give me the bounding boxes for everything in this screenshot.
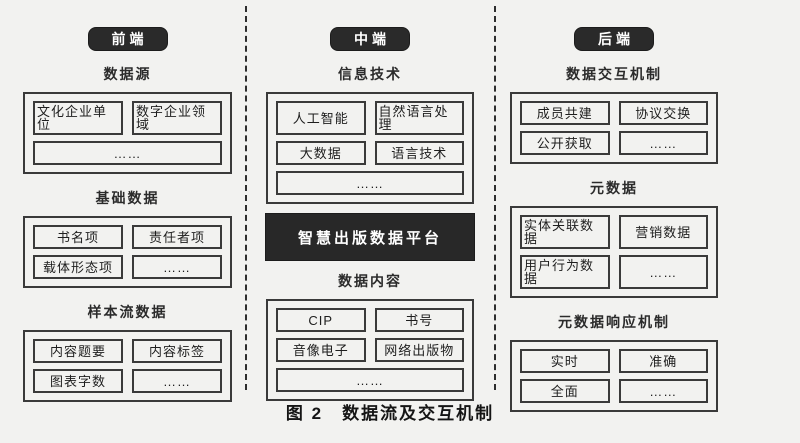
column-middle: 中端 信息技术 人工智能 自然语言处理 大数据 语言技术 …… 智慧出版数据平台…	[266, 0, 474, 401]
data-item: 实体关联数据	[520, 215, 610, 249]
section-box: 内容题要 内容标签 图表字数 ……	[23, 330, 232, 402]
data-item-ellipsis: ……	[276, 368, 464, 392]
data-item-ellipsis: ……	[618, 131, 708, 155]
data-item: 网络出版物	[374, 338, 464, 362]
section-box: 文化企业单位 数字企业领域 ……	[23, 92, 232, 174]
data-item: 营销数据	[618, 215, 708, 249]
data-item: 大数据	[276, 141, 366, 165]
data-item: 人工智能	[276, 101, 366, 135]
pill-middle: 中端	[331, 28, 409, 50]
dashed-divider-left	[245, 6, 247, 390]
section-title: 数据内容	[338, 273, 402, 289]
data-item: 语言技术	[374, 141, 464, 165]
data-item: 文化企业单位	[33, 101, 123, 135]
section-basic-data: 基础数据 书名项 责任者项 载体形态项 ……	[23, 188, 232, 288]
data-item-ellipsis: ……	[618, 379, 708, 403]
data-item: 载体形态项	[33, 255, 123, 279]
section-box: 成员共建 协议交换 公开获取 ……	[510, 92, 718, 164]
section-title: 信息技术	[338, 66, 402, 82]
pill-backend: 后端	[575, 28, 653, 50]
data-item: 音像电子	[276, 338, 366, 362]
platform-box: 智慧出版数据平台	[266, 214, 474, 260]
section-data-content: 数据内容 CIP 书号 音像电子 网络出版物 ……	[266, 271, 474, 401]
section-title: 样本流数据	[87, 304, 168, 320]
section-data-interaction: 数据交互机制 成员共建 协议交换 公开获取 ……	[510, 64, 718, 164]
data-item: 准确	[618, 349, 708, 373]
section-box: CIP 书号 音像电子 网络出版物 ……	[266, 299, 474, 401]
column-frontend: 前端 数据源 文化企业单位 数字企业领域 …… 基础数据 书名项 责任者项	[23, 0, 232, 402]
section-title: 数据源	[103, 66, 152, 82]
data-item-ellipsis: ……	[132, 369, 222, 393]
section-metadata: 元数据 实体关联数据 营销数据 用户行为数据 ……	[510, 178, 718, 298]
section-box: 实时 准确 全面 ……	[510, 340, 718, 412]
section-data-source: 数据源 文化企业单位 数字企业领域 ……	[23, 64, 232, 174]
data-item: 责任者项	[132, 225, 222, 249]
data-item: 成员共建	[520, 101, 610, 125]
section-title: 元数据	[590, 180, 638, 196]
data-item: 数字企业领域	[132, 101, 222, 135]
section-info-tech: 信息技术 人工智能 自然语言处理 大数据 语言技术 ……	[266, 64, 474, 204]
section-metadata-response: 元数据响应机制 实时 准确 全面 ……	[510, 312, 718, 412]
data-item: 内容标签	[132, 339, 222, 363]
data-item: 内容题要	[33, 339, 123, 363]
data-item: 书名项	[33, 225, 123, 249]
data-item: 书号	[374, 308, 464, 332]
data-item: 实时	[520, 349, 610, 373]
data-item: 自然语言处理	[374, 101, 464, 135]
section-title: 基础数据	[95, 190, 160, 206]
data-item: 协议交换	[618, 101, 708, 125]
data-item-ellipsis: ……	[618, 255, 708, 289]
figure-caption: 图 2 数据流及交互机制	[285, 404, 495, 423]
data-item: 公开获取	[520, 131, 610, 155]
pill-frontend: 前端	[88, 28, 167, 50]
section-title: 元数据响应机制	[558, 314, 670, 330]
data-item-ellipsis: ……	[33, 141, 222, 165]
data-item: 图表字数	[33, 369, 123, 393]
data-item: 全面	[520, 379, 610, 403]
section-box: 人工智能 自然语言处理 大数据 语言技术 ……	[266, 92, 474, 204]
dashed-divider-right	[494, 6, 496, 390]
column-backend: 后端 数据交互机制 成员共建 协议交换 公开获取 …… 元数据 实体关联数据 营…	[510, 0, 718, 412]
section-box: 书名项 责任者项 载体形态项 ……	[23, 216, 232, 288]
section-box: 实体关联数据 营销数据 用户行为数据 ……	[510, 206, 718, 298]
data-item-ellipsis: ……	[132, 255, 222, 279]
section-sample-stream-data: 样本流数据 内容题要 内容标签 图表字数 ……	[23, 302, 232, 402]
data-item: CIP	[276, 308, 366, 332]
data-item: 用户行为数据	[520, 255, 610, 289]
data-item-ellipsis: ……	[276, 171, 464, 195]
section-title: 数据交互机制	[566, 66, 662, 82]
